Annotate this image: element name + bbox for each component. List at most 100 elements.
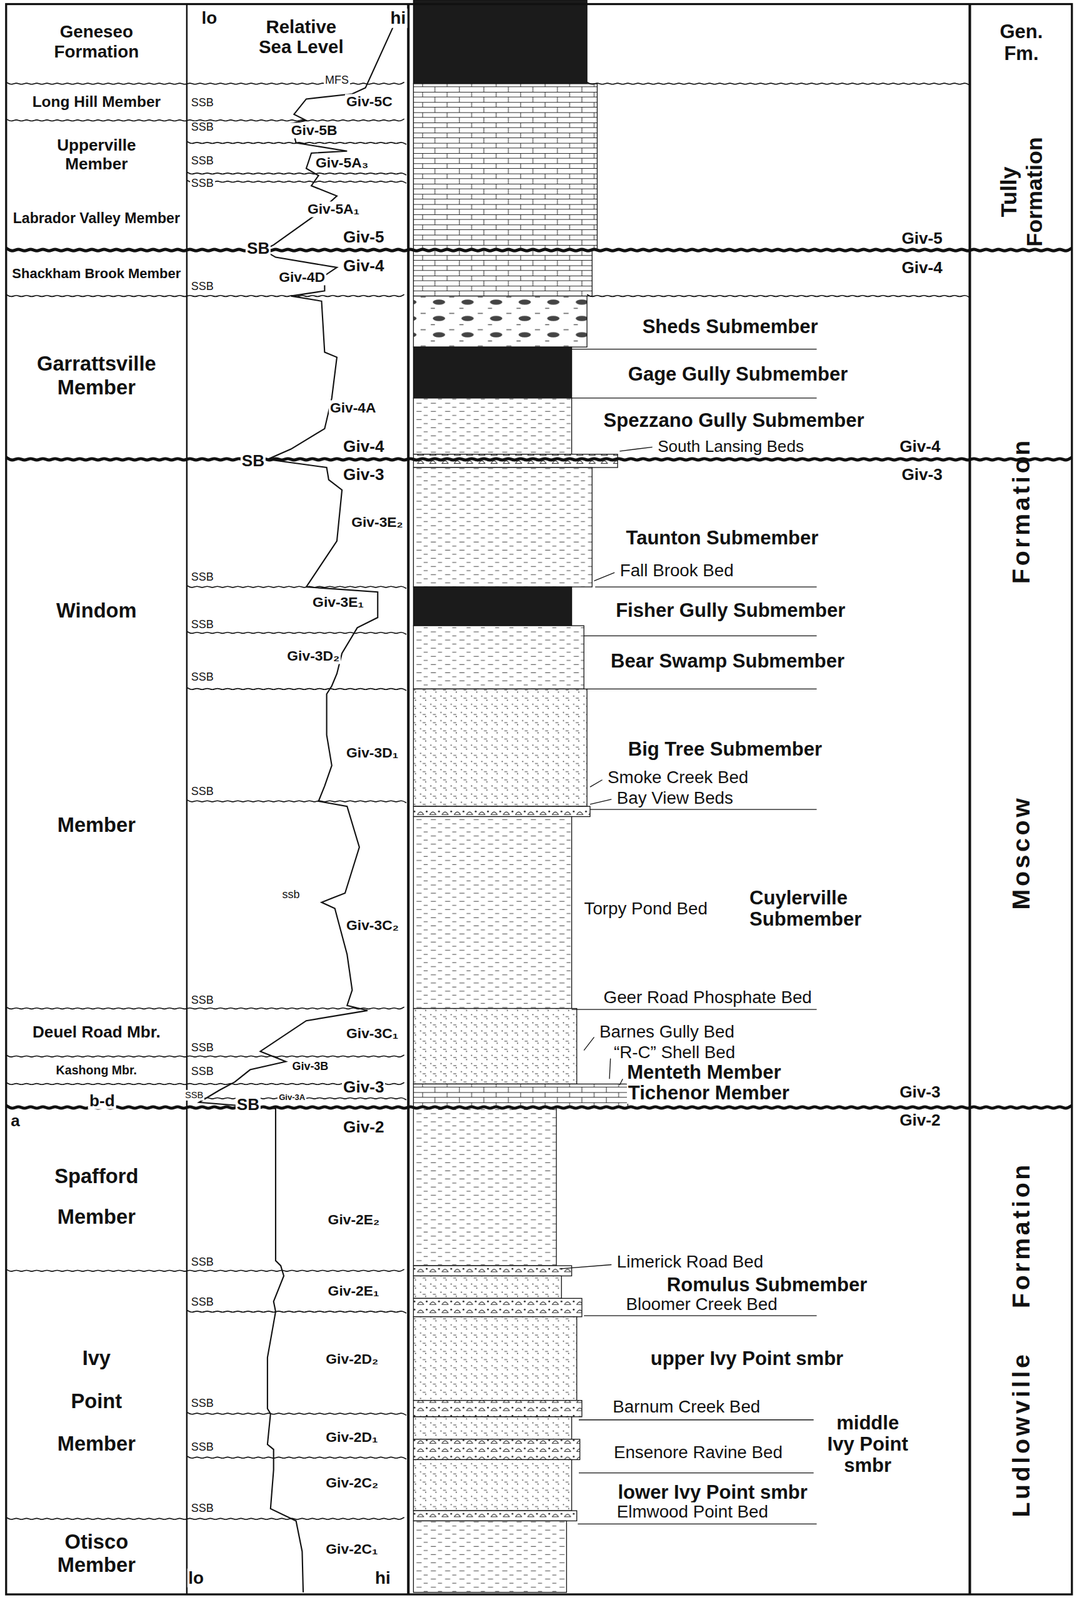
column-label: Giv-4D: [277, 270, 327, 286]
lithology-unit: [413, 250, 592, 296]
formation-name: Moscow: [1006, 795, 1036, 910]
column-label: SSB: [190, 280, 216, 294]
column-label: Giv-5: [900, 228, 944, 247]
ssb-boundary: [186, 585, 407, 589]
lithology-unit: [413, 346, 572, 399]
lithology-unit: [413, 586, 572, 626]
unit-rule: [577, 1523, 817, 1525]
frame: [6, 4, 1072, 1595]
column-label: hi: [373, 1568, 392, 1589]
column-divider: [406, 4, 410, 1595]
column-label: Fall Brook Bed: [618, 561, 736, 581]
member-name: Long Hill Member: [32, 93, 161, 111]
member-name: Kashong Mbr.: [56, 1062, 137, 1077]
column-label: ssb: [280, 888, 301, 902]
column-label: SSB: [190, 177, 216, 191]
member-boundary: [6, 1269, 405, 1272]
column-label: Giv-3: [898, 1083, 942, 1102]
member-name: Geneseo Formation: [54, 21, 140, 62]
column-label: Barnes Gully Bed: [598, 1022, 736, 1042]
lithology-unit: [413, 1510, 577, 1521]
lithology-unit: [413, 625, 584, 689]
column-label: Giv-2: [341, 1118, 386, 1137]
column-label: Torpy Pond Bed: [583, 898, 709, 919]
column-label: Giv-3D₂: [285, 648, 341, 665]
member-name: Deuel Road Mbr.: [32, 1022, 161, 1042]
column-label: Barnum Creek Bed: [611, 1397, 762, 1417]
column-label: Giv-3: [341, 1078, 386, 1097]
formation-band: Gen. Fm.: [972, 4, 1070, 84]
member-name: Upperville Member: [35, 135, 158, 174]
column-label: SSB: [183, 1090, 205, 1101]
lithology-unit: [413, 1107, 557, 1266]
member-name: Ivy Point Member: [57, 1337, 136, 1466]
unit-rule: [595, 586, 817, 587]
formation-name: Formation: [1006, 437, 1036, 584]
member-boundary: [6, 118, 405, 121]
member-boundary: [6, 294, 405, 297]
leader-line: [590, 780, 603, 787]
column-label: SSB: [190, 671, 216, 685]
member-boundary: [6, 1006, 405, 1009]
column-label: SB: [235, 1095, 261, 1114]
column-label: SSB: [190, 1502, 216, 1516]
column-label: Giv-3C₂: [345, 918, 401, 934]
column-label: Taunton Submember: [625, 527, 821, 549]
column-label: Menteth Member: [625, 1061, 782, 1084]
formation-name: Gen. Fm.: [1000, 20, 1044, 66]
unit-rule: [578, 1472, 814, 1474]
column-label: Giv-2C₁: [324, 1542, 379, 1558]
column-label: Giv-2: [898, 1110, 942, 1129]
column-label: Giv-4: [341, 256, 386, 275]
ssb-boundary: [186, 1456, 407, 1460]
member-name: Spafford Member: [54, 1155, 139, 1238]
leader-line: [619, 1078, 623, 1086]
lithology-unit: [413, 1400, 582, 1418]
column-label: Romulus Submember: [665, 1274, 869, 1296]
column-label: SSB: [190, 1441, 216, 1454]
column-label: Giv-2C₂: [324, 1475, 380, 1491]
lithology-unit: [413, 1459, 572, 1511]
column-label: SSB: [190, 1256, 216, 1269]
leader-line: [609, 1058, 611, 1080]
column-label: Fisher Gully Submember: [614, 600, 847, 622]
member-band: Geneseo Formation: [8, 0, 186, 84]
column-label: SSB: [190, 994, 216, 1007]
column-label: SSB: [190, 121, 216, 134]
unit-rule: [583, 1315, 817, 1317]
leader-line: [594, 572, 616, 581]
lithology-unit: [413, 83, 597, 251]
sea-level-curve: [198, 20, 396, 1593]
lithology-unit: [413, 1520, 567, 1593]
formation-band: Moscow Formation: [972, 296, 1070, 1108]
member-name: Windom: [56, 598, 137, 623]
lithology-unit: [413, 1008, 577, 1085]
member-band: Shackham Brook Member: [8, 250, 186, 296]
column-label: lo: [186, 1568, 206, 1589]
column-label: Bay View Beds: [615, 788, 735, 809]
column-label: Giv-4: [900, 258, 944, 277]
column-label: Giv-4A: [328, 400, 378, 417]
lithology-unit: [413, 1439, 580, 1461]
unit-rule: [571, 397, 817, 399]
unit-rule: [583, 635, 817, 637]
column-label: SB: [240, 451, 266, 470]
formation-boundary: [586, 81, 970, 86]
member-name: Labrador Valley Member: [10, 210, 184, 227]
column-label: SSB: [190, 155, 216, 168]
column-label: SSB: [190, 618, 216, 632]
column-label: Relative Sea Level: [253, 16, 350, 57]
column-label: Giv-3A: [277, 1092, 307, 1102]
leader-line: [583, 1036, 594, 1051]
lithology-unit: [413, 806, 591, 817]
member-band: Upperville Member: [8, 120, 186, 187]
column-divider: [186, 4, 188, 1595]
column-label: MFS: [323, 74, 351, 87]
column-label: b-d: [88, 1091, 117, 1110]
column-label: SSB: [190, 1397, 216, 1411]
sequence-boundary: [6, 1105, 1072, 1109]
column-label: upper Ivy Point smbr: [649, 1348, 846, 1370]
lithology-unit: [413, 1298, 582, 1317]
lithology-unit: [413, 0, 587, 84]
column-label: SSB: [190, 571, 216, 584]
